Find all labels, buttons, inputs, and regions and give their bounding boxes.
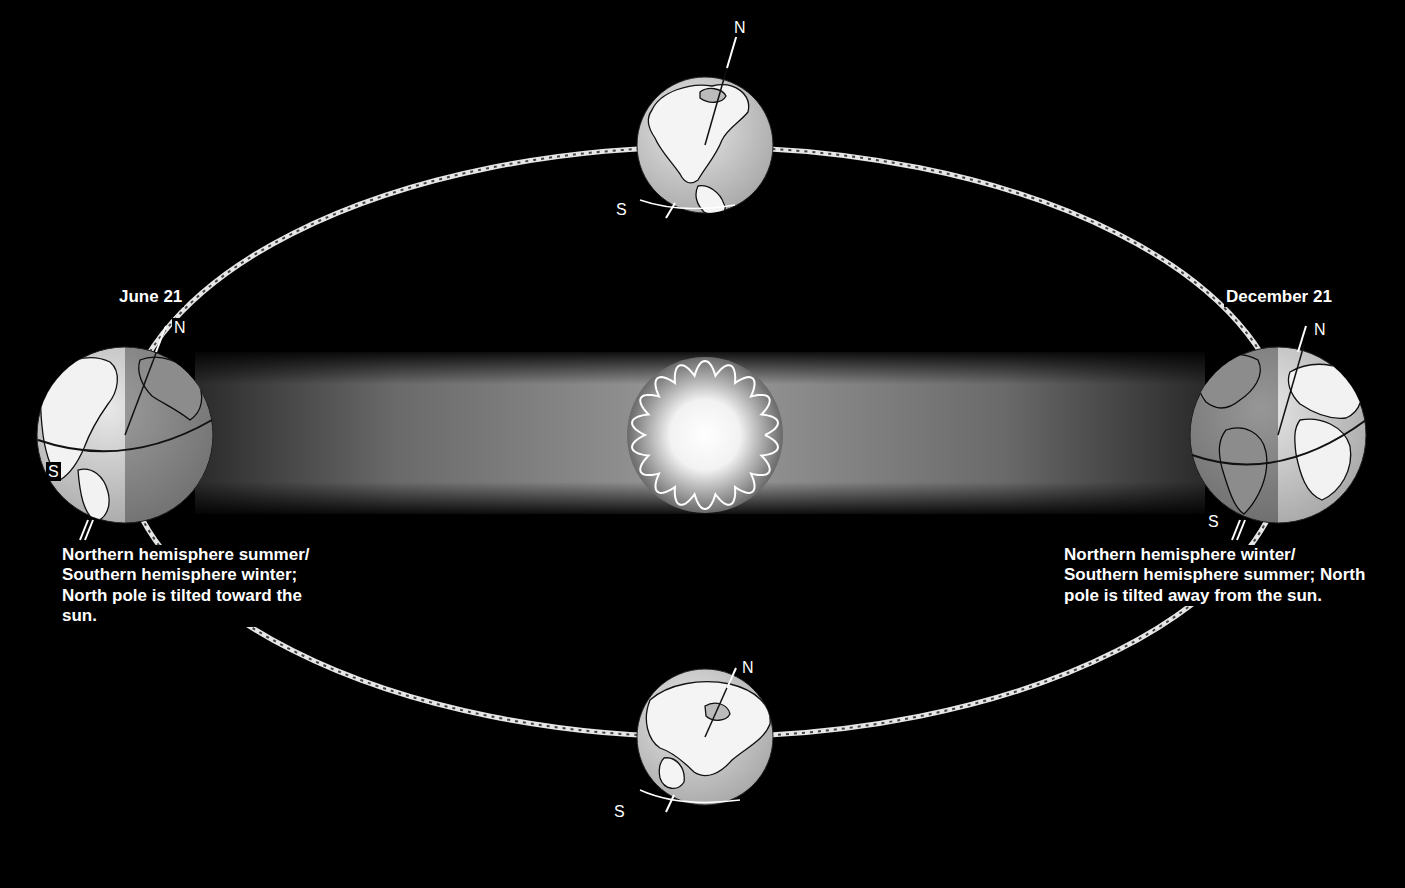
globe-part [640,790,740,802]
globe-top [637,34,773,218]
globe-part [41,340,225,530]
globe-part [85,520,93,540]
globe-june [37,326,225,540]
globe-part [700,89,726,103]
globe-part [659,758,684,789]
globe-part [125,340,225,530]
light-band [195,352,1205,514]
globe-part [648,85,748,214]
date-label: December 21 [1224,287,1334,307]
globe-part [1298,326,1306,352]
pole-label: N [1312,320,1328,339]
pole-label: S [612,802,627,821]
globe-bottom [637,668,773,812]
sun-outline [632,361,778,509]
pole-label: S [46,462,61,481]
globe-part [156,326,166,352]
globe-part [648,85,748,183]
globe-part [727,668,736,688]
light-band-fade [195,352,1205,514]
globe-december [1185,326,1366,540]
pole-label: S [1206,512,1221,531]
globe-part [38,420,212,451]
globe-part [705,703,730,720]
globe-part [1288,364,1361,418]
globe-part [1278,345,1304,435]
season-caption: Northern hemisphere summer/ Southern hem… [60,545,339,627]
orbit-dashes [122,147,1288,737]
pole-label: N [740,658,756,677]
globe-part [1192,420,1366,464]
globe-part [666,203,675,218]
sun-glow [627,357,783,513]
globe-part [727,34,737,68]
globe-part [1185,340,1362,530]
globe-part [1185,340,1278,530]
orbit-path [122,147,1288,737]
date-label: June 21 [117,287,184,307]
pole-label: N [732,18,748,37]
globe-part [78,469,109,520]
globe-part [1295,419,1351,500]
globe-part [1237,520,1245,540]
pole-label: S [614,200,629,219]
season-caption: Northern hemisphere winter/ Southern hem… [1062,545,1376,606]
globe-part [640,200,735,209]
globe-part [646,682,770,789]
globe-part [637,669,773,805]
pole-label: N [172,318,188,337]
globe-part [696,186,725,214]
globe-part [666,795,674,812]
